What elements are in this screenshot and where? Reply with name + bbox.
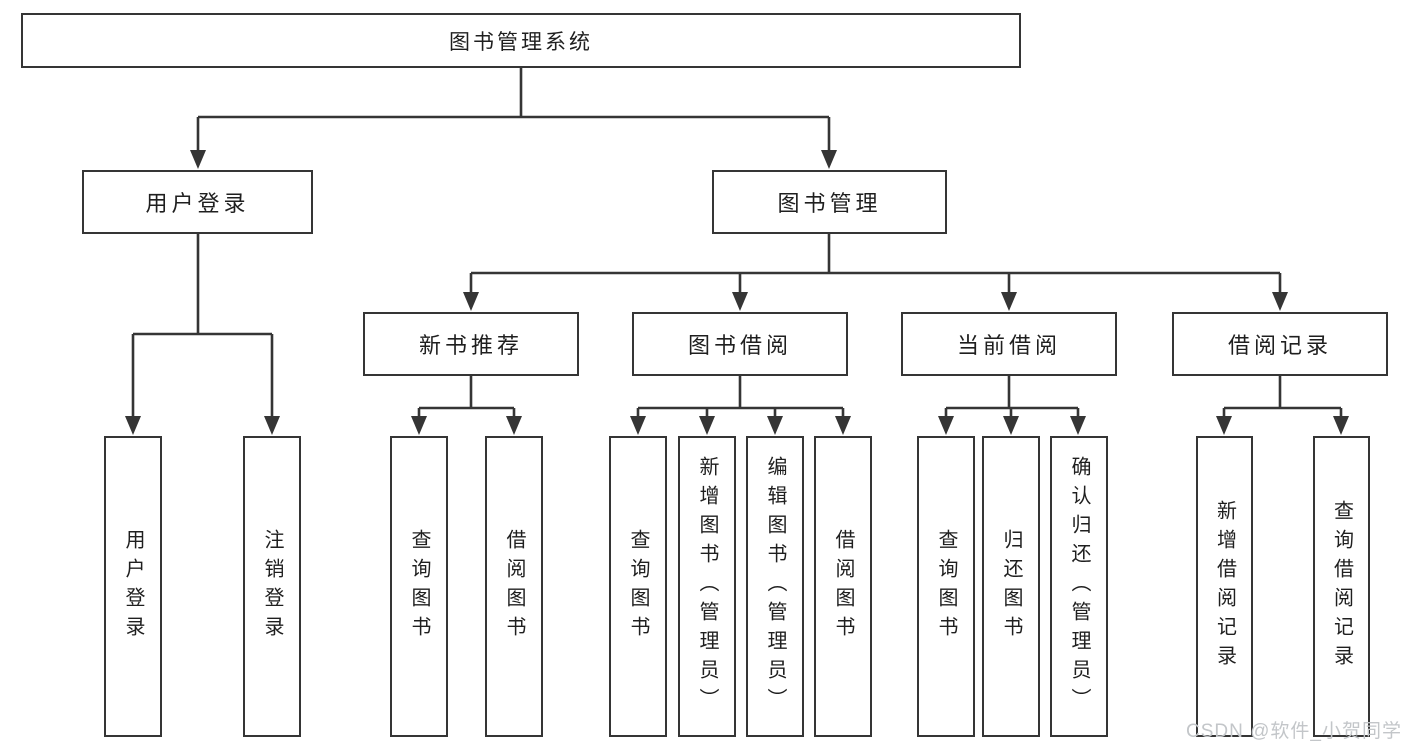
connector-trunk-root <box>190 68 837 169</box>
leaf-bb-add-books-admin: 新增图书（管理员） <box>678 436 736 737</box>
node-book-borrowing: 图书借阅 <box>632 312 848 376</box>
connector-book-borrow-branch <box>630 376 851 435</box>
leaf-cb-query-books: 查询图书 <box>917 436 975 737</box>
leaf-nbr-query-books: 查询图书 <box>390 436 448 737</box>
leaf-cb-return-books: 归还图书 <box>982 436 1040 737</box>
leaf-bb-borrow-books-label: 借阅图书 <box>832 528 854 645</box>
node-current-borrowing: 当前借阅 <box>901 312 1117 376</box>
leaf-br-query-record-label: 查询借阅记录 <box>1330 499 1353 674</box>
leaf-br-add-record: 新增借阅记录 <box>1196 436 1253 737</box>
leaf-bb-add-books-admin-label: 新增图书（管理员） <box>696 456 718 717</box>
node-user-login: 用户登录 <box>82 170 313 234</box>
connector-borrow-record-branch <box>1216 376 1349 435</box>
leaf-nbr-query-books-label: 查询图书 <box>408 528 430 645</box>
leaf-cb-confirm-return-admin: 确认归还（管理员） <box>1050 436 1108 737</box>
node-new-book-recommend: 新书推荐 <box>363 312 579 376</box>
connector-user-login-branch <box>125 234 280 435</box>
connector-book-management-branch <box>463 234 1288 311</box>
connector-current-borrow-branch <box>938 376 1086 435</box>
leaf-logout-label: 注销登录 <box>261 528 283 645</box>
leaf-bb-query-books: 查询图书 <box>609 436 667 737</box>
leaf-nbr-borrow-books: 借阅图书 <box>485 436 543 737</box>
leaf-user-login: 用户登录 <box>104 436 162 737</box>
node-library-system-root: 图书管理系统 <box>21 13 1021 68</box>
connector-new-book-branch <box>411 376 522 435</box>
leaf-br-add-record-label: 新增借阅记录 <box>1213 499 1236 674</box>
leaf-bb-edit-books-admin: 编辑图书（管理员） <box>746 436 804 737</box>
leaf-nbr-borrow-books-label: 借阅图书 <box>503 528 525 645</box>
leaf-bb-edit-books-admin-label: 编辑图书（管理员） <box>764 456 786 717</box>
node-book-management: 图书管理 <box>712 170 947 234</box>
leaf-cb-return-books-label: 归还图书 <box>1000 528 1022 645</box>
csdn-watermark: CSDN @软件_小贺同学 <box>1186 721 1402 742</box>
leaf-cb-query-books-label: 查询图书 <box>935 528 957 645</box>
leaf-cb-confirm-return-admin-label: 确认归还（管理员） <box>1068 456 1090 717</box>
leaf-bb-query-books-label: 查询图书 <box>627 528 649 645</box>
leaf-user-login-label: 用户登录 <box>122 528 144 645</box>
leaf-br-query-record: 查询借阅记录 <box>1313 436 1370 737</box>
node-borrowing-records: 借阅记录 <box>1172 312 1388 376</box>
leaf-logout: 注销登录 <box>243 436 301 737</box>
leaf-bb-borrow-books: 借阅图书 <box>814 436 872 737</box>
